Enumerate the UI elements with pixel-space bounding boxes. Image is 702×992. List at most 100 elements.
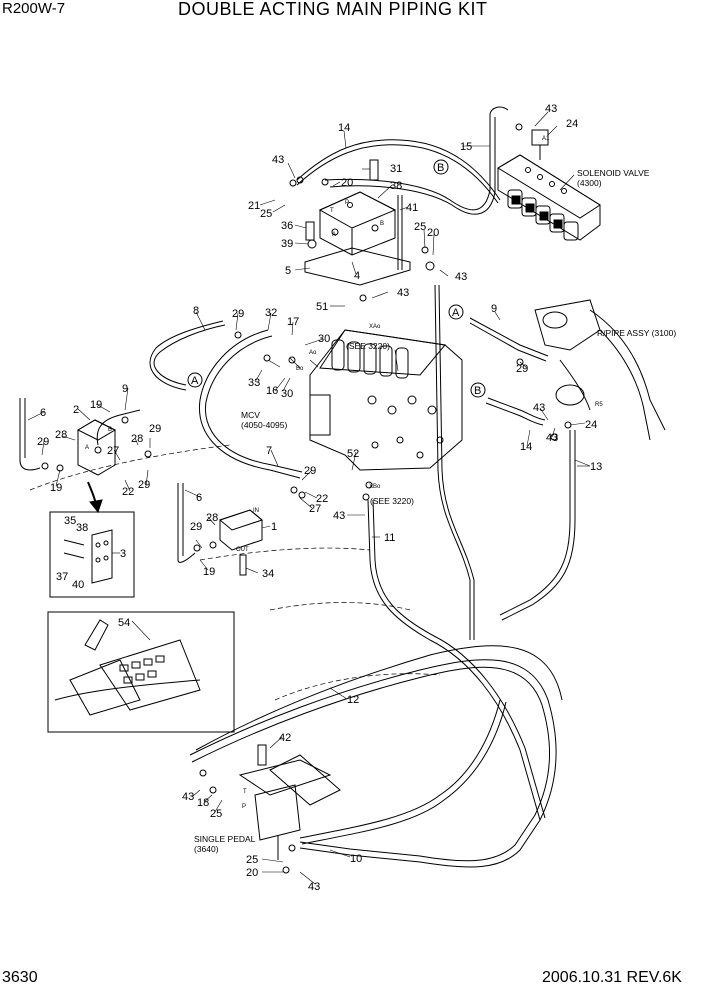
part-9-right: 9 [491, 303, 497, 315]
date-revision: 2006.10.31 REV.6K [542, 969, 682, 986]
part-40: 40 [72, 579, 84, 591]
part-21: 21 [248, 200, 260, 212]
port-Ao: Ao [309, 350, 317, 356]
part-33: 33 [248, 377, 260, 389]
part-9-left: 9 [122, 383, 128, 395]
letter-A-left: A [191, 375, 199, 387]
part-20-bottom: 20 [246, 867, 258, 879]
part-8: 8 [193, 305, 199, 317]
washer-39 [307, 239, 317, 249]
valve-1 [218, 509, 264, 576]
console-switches [119, 655, 165, 684]
block-bracket [304, 159, 411, 286]
part-14-top: 14 [338, 122, 350, 134]
mcv-spools [331, 339, 409, 379]
part-29-center: 29 [304, 465, 316, 477]
port-P: P [345, 200, 349, 206]
part-6-left: 6 [40, 407, 46, 419]
part-43-pedal: 43 [182, 791, 194, 803]
hose-11 [367, 499, 541, 821]
part-14-bottom: 14 [520, 441, 532, 453]
part-32: 32 [265, 307, 277, 319]
part-43-bottom: 43 [308, 881, 320, 893]
block-port-a [331, 228, 339, 236]
frame-dash-1 [29, 444, 231, 491]
part-29-mid: 29 [149, 423, 161, 435]
hose-10 [299, 699, 501, 839]
solenoid-valve-label: SOLENOID VALVE [577, 168, 650, 178]
leader-lines [27, 111, 591, 885]
part-27-left: 27 [107, 445, 119, 457]
part-29-right: 29 [516, 363, 528, 375]
port-A1: A1 [542, 136, 550, 142]
single-pedal [238, 744, 341, 860]
solenoid-valve [497, 129, 601, 241]
fittings [41, 123, 572, 874]
part-35: 35 [64, 515, 76, 527]
port-A-block: A [332, 232, 336, 238]
part-25-mid: 25 [414, 221, 426, 233]
mcv-label: MCV [241, 410, 260, 420]
part-43-left-top: 43 [272, 154, 284, 166]
part-5: 5 [285, 265, 291, 277]
callout-circles [187, 159, 486, 398]
hose-mid-vertical [434, 284, 471, 640]
block-2-top [76, 419, 117, 441]
part-52: 52 [347, 448, 359, 460]
rpipe-flange [534, 299, 601, 351]
port-T: T [330, 208, 334, 214]
solenoid-coils [507, 189, 579, 241]
part-numbers: 14 43 24 15 43 20 31 38 41 21 25 36 39 5… [37, 103, 602, 893]
part-29-left: 29 [37, 436, 49, 448]
pedal-valve [254, 784, 301, 841]
page-title: DOUBLE ACTING MAIN PIPING KIT [178, 0, 488, 19]
part-37: 37 [56, 571, 68, 583]
mcv-top [319, 329, 446, 376]
callout-A-left [187, 372, 203, 388]
part-13: 13 [590, 461, 602, 473]
valve-1-top [218, 509, 264, 531]
hose-13-b [501, 430, 576, 621]
frame-dash-2 [199, 547, 371, 561]
part-54: 54 [118, 617, 130, 629]
port-R5: R5 [595, 402, 603, 408]
rpipe-pipe-1 [589, 309, 666, 431]
mcv-outline [309, 329, 463, 471]
hose-14-bottom [487, 397, 546, 421]
hose-14-top-b [296, 144, 499, 204]
rpipe-assy [534, 299, 666, 441]
part-6-mid: 6 [196, 492, 202, 504]
hose-12 [189, 659, 557, 868]
part-28-lower: 28 [206, 512, 218, 524]
mcv-body [309, 329, 463, 471]
part-10: 10 [350, 853, 362, 865]
part-29-mid-b: 29 [138, 479, 150, 491]
mcv-ports [367, 395, 444, 459]
pipe-15 [324, 106, 509, 211]
part-18: 18 [197, 797, 209, 809]
port-B-block: B [380, 221, 384, 227]
fitting-24-top [531, 129, 549, 146]
part-39: 39 [281, 238, 293, 250]
part-20-mid: 20 [427, 227, 439, 239]
pedal-plate [269, 754, 341, 806]
left-block [49, 419, 135, 598]
see-3220-bottom: (SEE 3220) [370, 496, 414, 506]
part-43-top: 43 [545, 103, 557, 115]
part-43-center: 43 [333, 510, 345, 522]
block-2-port [94, 446, 102, 454]
bolt-36 [305, 221, 315, 241]
hose-11-b [372, 499, 546, 819]
part-30-top: 30 [318, 333, 330, 345]
hose-9-right-b [469, 322, 547, 362]
component-labels: SOLENOID VALVE (4300) R/PIPE ASSY (3100)… [194, 168, 676, 854]
plate-3 [91, 529, 113, 584]
hose-12-b [191, 666, 551, 862]
port-XBo: XBo [369, 484, 381, 490]
bolt-37 [63, 552, 85, 559]
part-19-top: 19 [90, 399, 102, 411]
part-31: 31 [390, 163, 402, 175]
port-P-pedal: P [242, 804, 246, 810]
frame-dashes [29, 444, 441, 701]
